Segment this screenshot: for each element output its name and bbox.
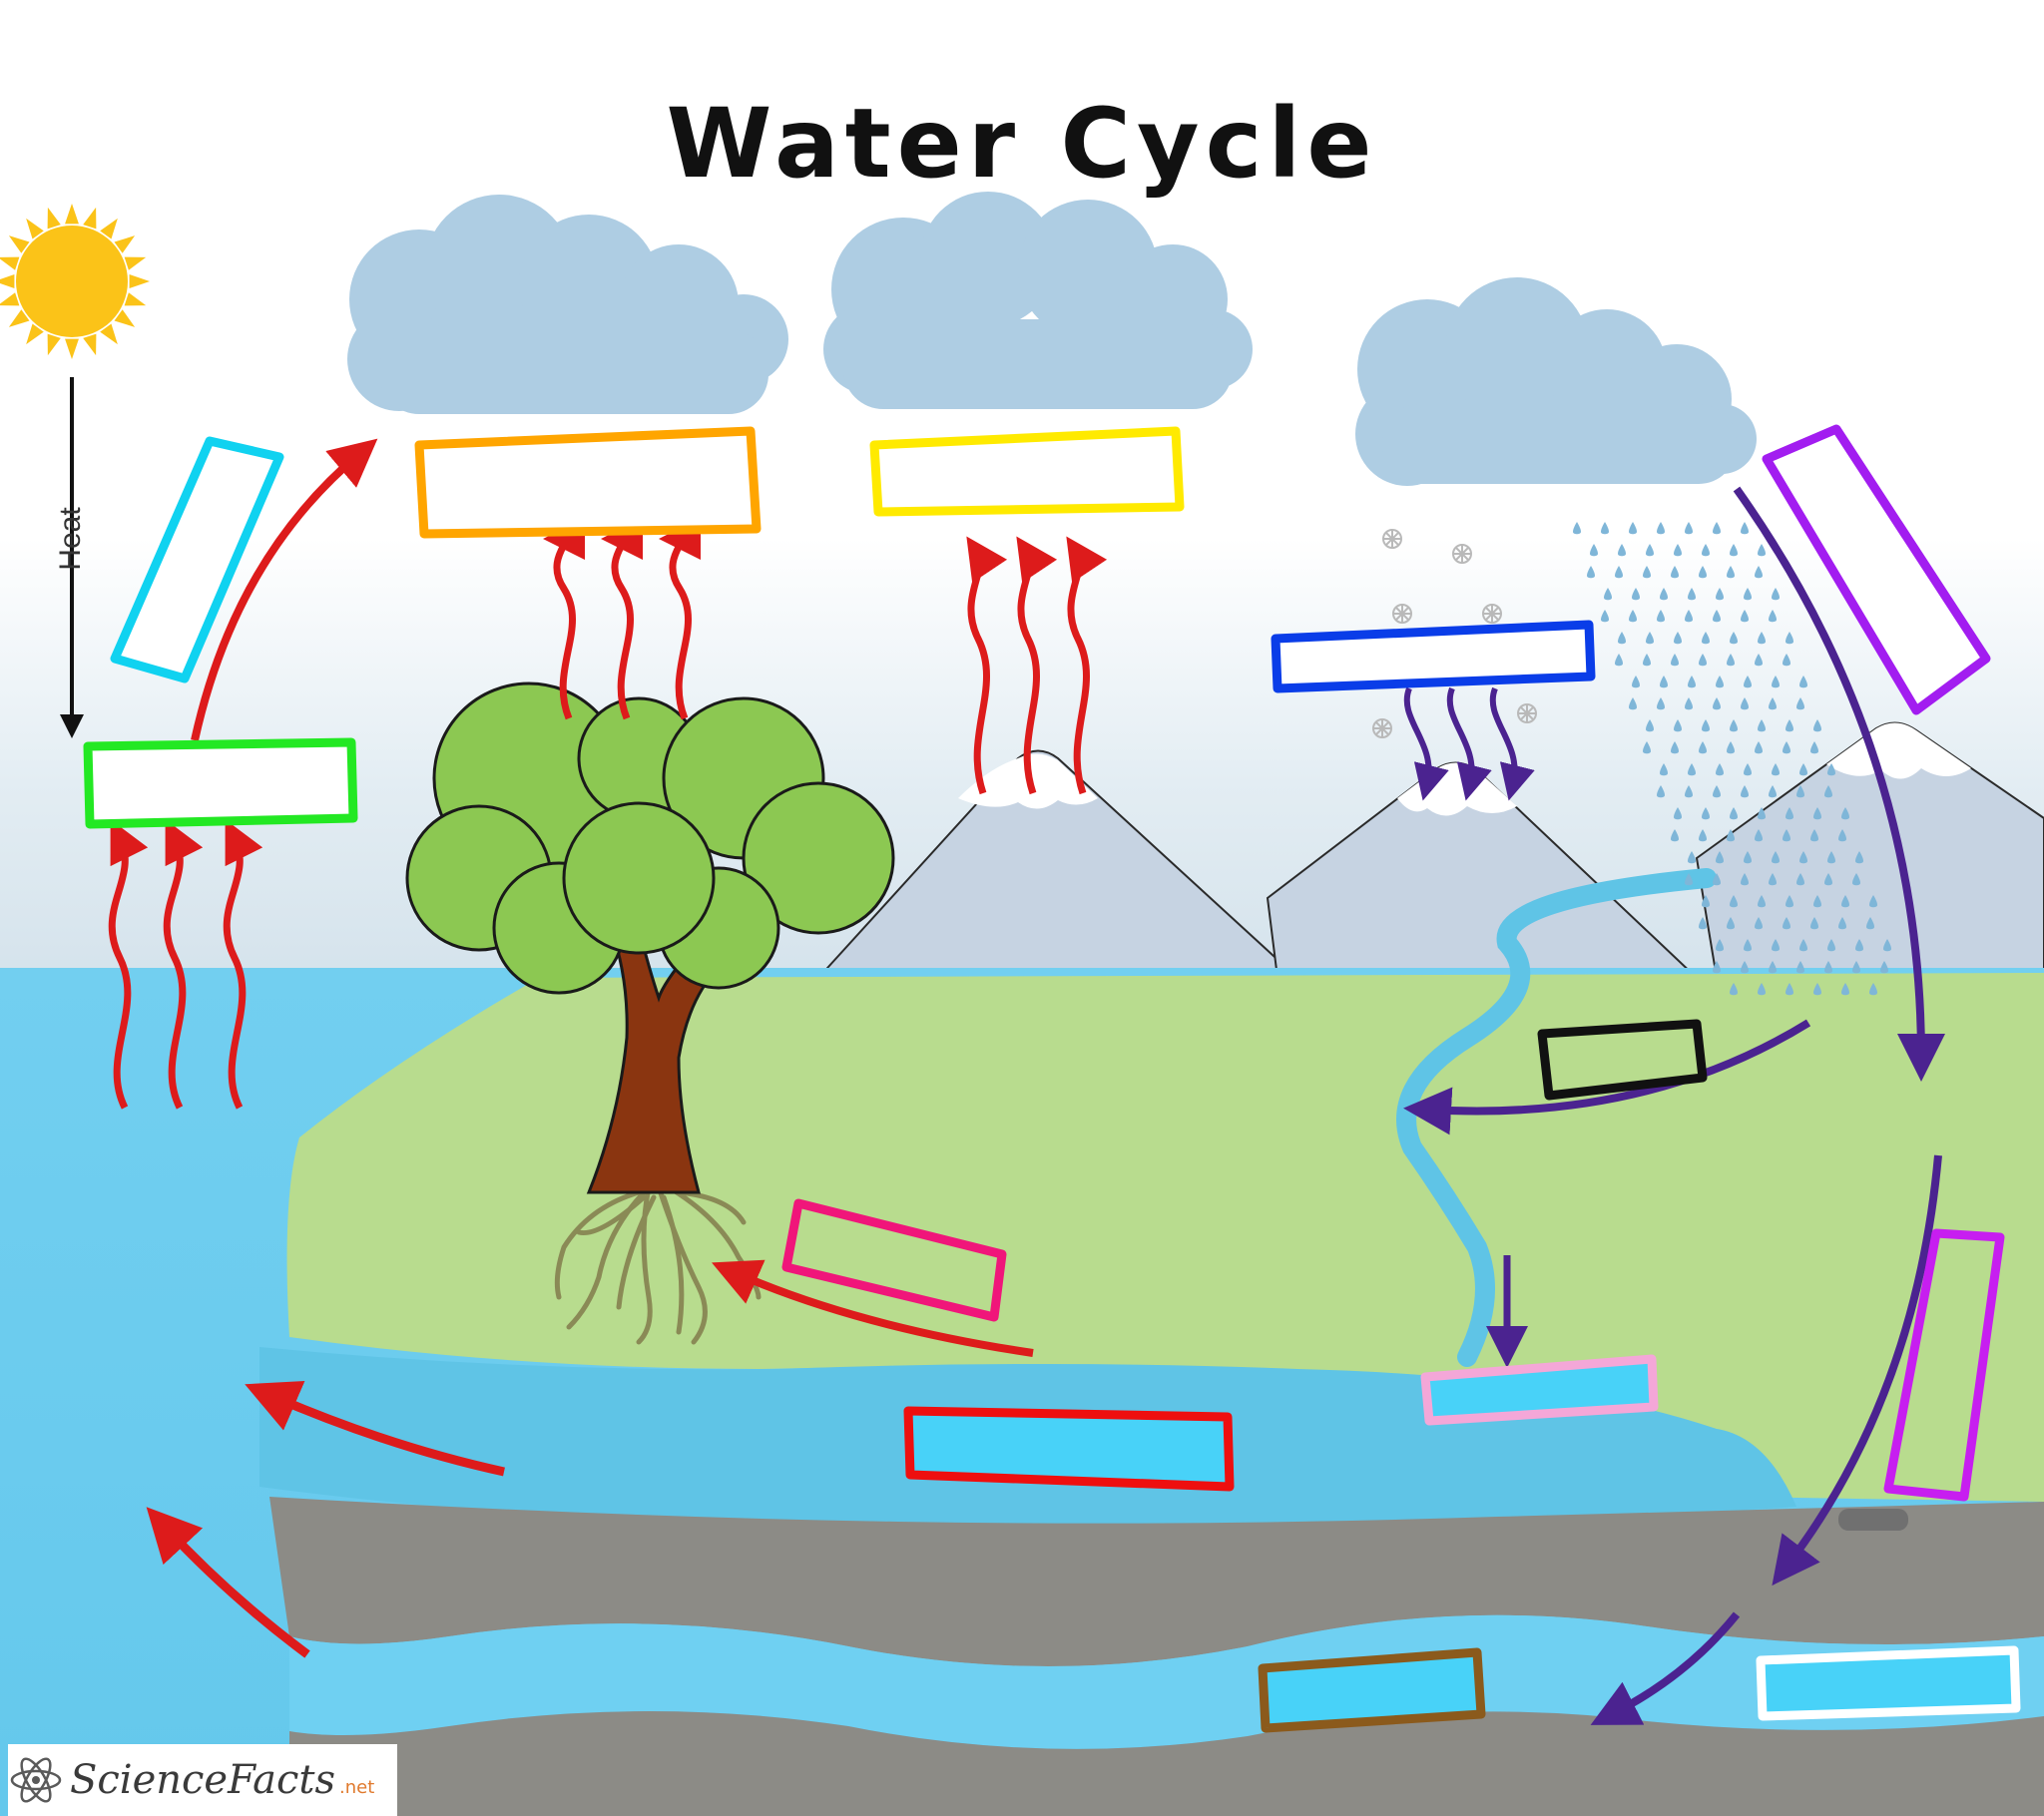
sun-ray [100,218,118,239]
box-transpiration-condensation[interactable] [414,426,762,539]
sun-ray [129,274,150,288]
infiltration-arrow [1772,1154,1942,1587]
sciencefacts-logo: ScienceFacts .net [8,1744,397,1816]
sun-ray [0,292,20,306]
sun-ray [0,256,20,270]
rock-layer-lower [289,1711,2044,1816]
box-ocean-flow[interactable] [903,1406,1235,1492]
cloud-right [1355,277,1757,486]
atom-icon [10,1757,62,1803]
tree-trunk [586,926,722,1194]
sun-ray [8,309,30,327]
transpiration-arrows [543,518,702,720]
evaporation-curve-arrow [191,438,378,741]
grey-mark [1838,1509,1908,1531]
tree-roots [554,1184,762,1345]
sun-ray [114,309,136,327]
sun-ray [26,323,44,345]
ocean-return-arrow-upper [245,1380,505,1477]
box-plant-uptake[interactable] [781,1198,1007,1322]
sun-ray [65,204,79,225]
plant-uptake-arrow [712,1259,1034,1357]
sublimation-arrows [966,536,1108,795]
evaporation-arrows-ocean [108,819,263,1110]
groundwater-flow-arrow [1590,1611,1741,1725]
rock-layer-upper [269,1497,2044,1666]
precipitation-arrow [1733,486,1945,1082]
heat-label: Heat [54,507,87,571]
cloud-left [347,195,788,414]
tree-crown [405,681,895,995]
river [1396,868,1717,1367]
box-infiltration[interactable] [1883,1228,2005,1502]
sun-icon [0,204,150,359]
sun-ray [124,292,147,306]
surface-runoff-arrow [1403,1019,1811,1135]
snowfall-arrows [1403,686,1535,801]
sun-ray [83,333,97,356]
box-groundwater-flow[interactable] [1258,1647,1486,1733]
box-groundwater-storage[interactable] [1756,1645,2021,1721]
box-precipitation[interactable] [1762,424,1991,715]
sun-ray [65,338,79,359]
sun-ray [83,207,97,229]
logo-name: ScienceFacts [70,1757,335,1803]
diagram-title: Water Cycle [666,88,1378,200]
tree [405,681,895,1345]
box-snowfall[interactable] [1271,620,1596,693]
box-sublimation-condensation[interactable] [869,426,1185,517]
sun-ray [47,333,61,356]
sun-ray [47,207,61,229]
box-surface-runoff[interactable] [1537,1019,1708,1101]
label-boxes [83,424,2021,1733]
sun-ray [124,256,147,270]
sun-ray [26,218,44,239]
logo-suffix: .net [339,1776,375,1798]
box-streamflow-lake[interactable] [1420,1354,1659,1426]
box-ocean-rising[interactable] [110,436,284,683]
sun-ray [8,235,30,253]
box-evaporation-ocean[interactable] [83,737,358,829]
ocean-return-arrow-lower [146,1507,310,1658]
sun-ray [100,323,118,345]
cloud-middle [823,192,1253,409]
sun-ray [114,235,136,253]
sun-ray [0,274,15,288]
